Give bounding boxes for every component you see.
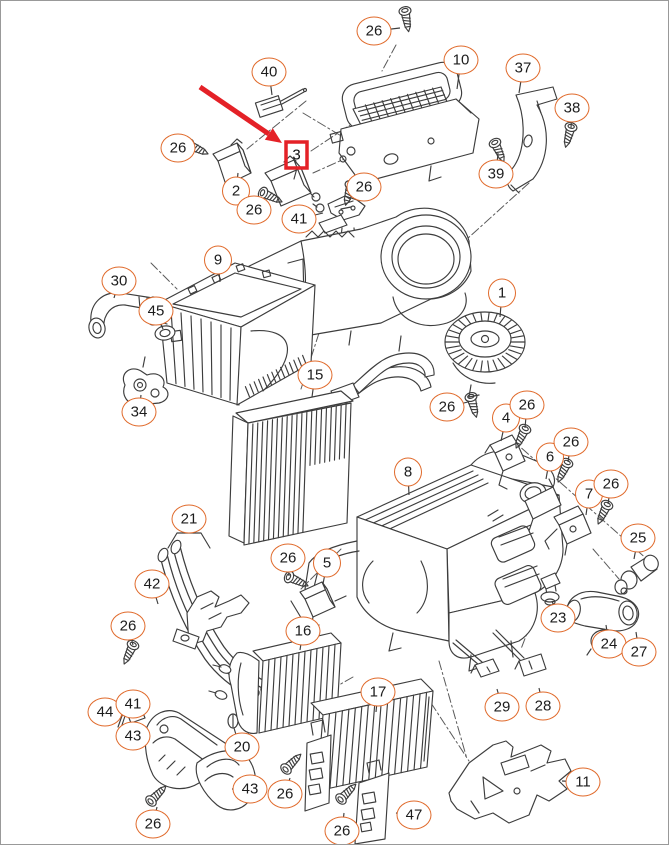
part-actuator-5 <box>290 581 347 642</box>
callout-17[interactable]: 17 <box>360 677 396 707</box>
part-blower-motor <box>444 311 526 398</box>
callout-47[interactable]: 47 <box>396 800 432 830</box>
callout-16[interactable]: 16 <box>285 616 321 646</box>
callout-42[interactable]: 42 <box>134 569 170 599</box>
callout-40[interactable]: 40 <box>251 57 287 87</box>
callout-28[interactable]: 28 <box>525 691 561 721</box>
callout-26[interactable]: 26 <box>429 392 465 422</box>
part-mounting-bracket <box>506 86 558 194</box>
callout-24[interactable]: 24 <box>591 629 627 659</box>
callout-41[interactable]: 41 <box>281 204 317 234</box>
callout-37[interactable]: 37 <box>505 53 541 83</box>
part-evaporator <box>228 352 435 546</box>
callout-1[interactable]: 1 <box>488 278 516 308</box>
callout-26[interactable]: 26 <box>346 172 382 202</box>
callout-26[interactable]: 26 <box>270 543 306 573</box>
callout-25[interactable]: 25 <box>620 523 656 553</box>
part-hose-clamp <box>154 325 176 341</box>
callout-2[interactable]: 2 <box>222 176 250 206</box>
part-sensor-connector <box>254 87 308 118</box>
part-control-modules <box>212 138 366 252</box>
callout-26[interactable]: 26 <box>160 133 196 163</box>
highlighted-callout-3[interactable]: 3 <box>292 146 301 164</box>
part-drain-plug-23 <box>540 572 561 606</box>
part-air-hose-24 <box>565 590 640 632</box>
part-sensor-28 <box>492 629 547 677</box>
part-sensor-29 <box>452 639 500 678</box>
callout-5[interactable]: 5 <box>313 548 341 578</box>
callout-26[interactable]: 26 <box>135 809 171 839</box>
part-support-bracket-42 <box>172 590 250 650</box>
callout-45[interactable]: 45 <box>138 296 174 326</box>
callout-41[interactable]: 41 <box>115 689 151 719</box>
callout-43[interactable]: 43 <box>115 721 151 751</box>
part-air-intake-housing <box>329 61 480 198</box>
part-coolant-hose <box>88 292 158 339</box>
callout-15[interactable]: 15 <box>297 360 333 390</box>
part-mounting-bracket-11 <box>448 740 572 824</box>
callout-38[interactable]: 38 <box>554 93 590 123</box>
callout-21[interactable]: 21 <box>171 504 207 534</box>
part-cover-bracket-43 <box>144 710 257 811</box>
part-actuator-7 <box>544 505 592 556</box>
part-actuator-6 <box>519 478 562 532</box>
callout-11[interactable]: 11 <box>565 767 601 797</box>
callout-26[interactable]: 26 <box>267 779 303 809</box>
callout-10[interactable]: 10 <box>443 45 479 75</box>
callout-26[interactable]: 26 <box>110 611 146 641</box>
callout-43[interactable]: 43 <box>232 774 268 804</box>
callout-27[interactable]: 27 <box>621 637 657 667</box>
callout-34[interactable]: 34 <box>121 397 157 427</box>
callout-23[interactable]: 23 <box>540 603 576 633</box>
callout-26[interactable]: 26 <box>593 469 629 499</box>
callout-26[interactable]: 26 <box>236 195 272 225</box>
part-temperature-sensor-25 <box>614 554 659 595</box>
callout-9[interactable]: 9 <box>204 245 232 275</box>
part-actuator-4 <box>484 434 526 490</box>
callout-20[interactable]: 20 <box>224 732 260 762</box>
callout-26[interactable]: 26 <box>509 390 545 420</box>
part-pipe-fitting <box>122 356 169 414</box>
callout-26[interactable]: 26 <box>356 16 392 46</box>
callout-26[interactable]: 26 <box>553 427 589 457</box>
callout-26[interactable]: 26 <box>324 816 360 844</box>
callout-8[interactable]: 8 <box>394 457 422 487</box>
callout-29[interactable]: 29 <box>484 692 520 722</box>
callout-30[interactable]: 30 <box>101 266 137 296</box>
callout-39[interactable]: 39 <box>478 159 514 189</box>
